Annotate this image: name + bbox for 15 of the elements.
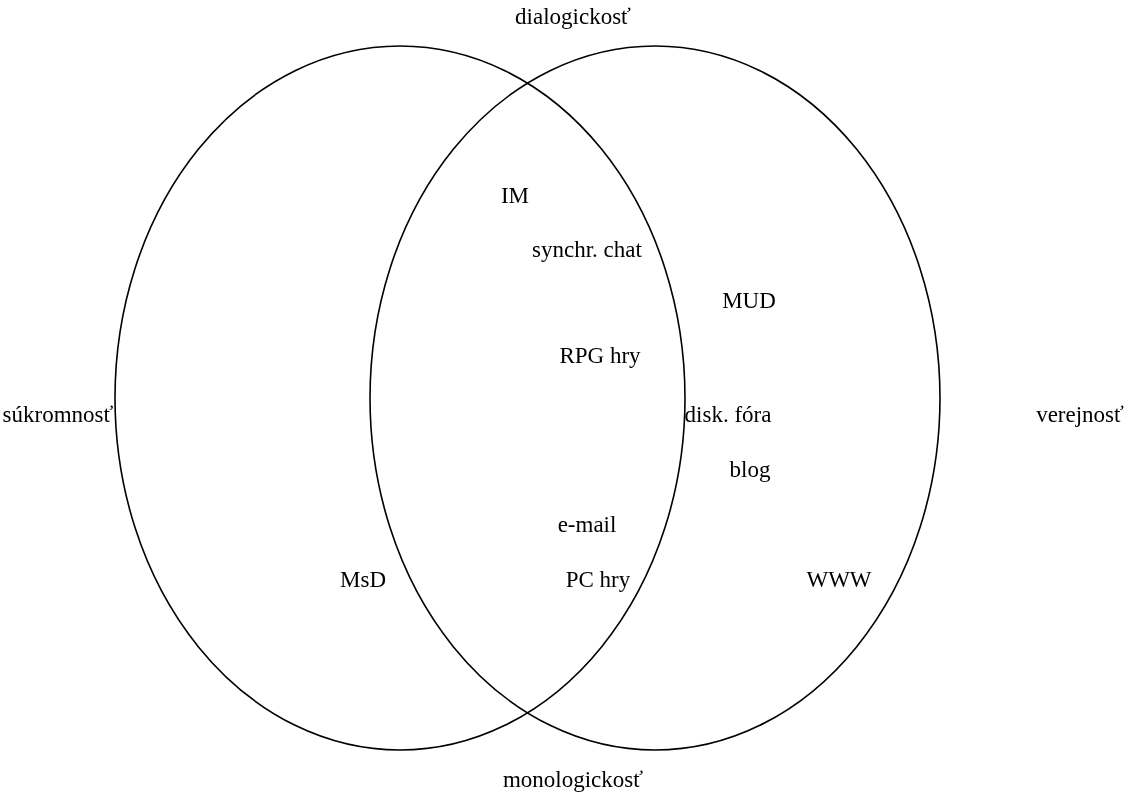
region-label: monologickosť [502,767,644,793]
region-label: PC hry [565,567,631,593]
region-label: verejnosť [1036,402,1124,428]
region-label: súkromnosť [2,402,114,428]
region-label: RPG hry [559,343,641,369]
region-label: blog [729,457,771,483]
region-label: dialogickosť [515,4,631,30]
region-label: synchr. chat [532,237,642,263]
region-label: MUD [722,288,776,314]
region-label: disk. fóra [684,402,772,428]
venn-ellipse [115,46,685,750]
region-label: IM [500,183,530,209]
region-label: MsD [340,567,386,593]
region-label: WWW [806,567,872,593]
region-label: e-mail [557,512,617,538]
